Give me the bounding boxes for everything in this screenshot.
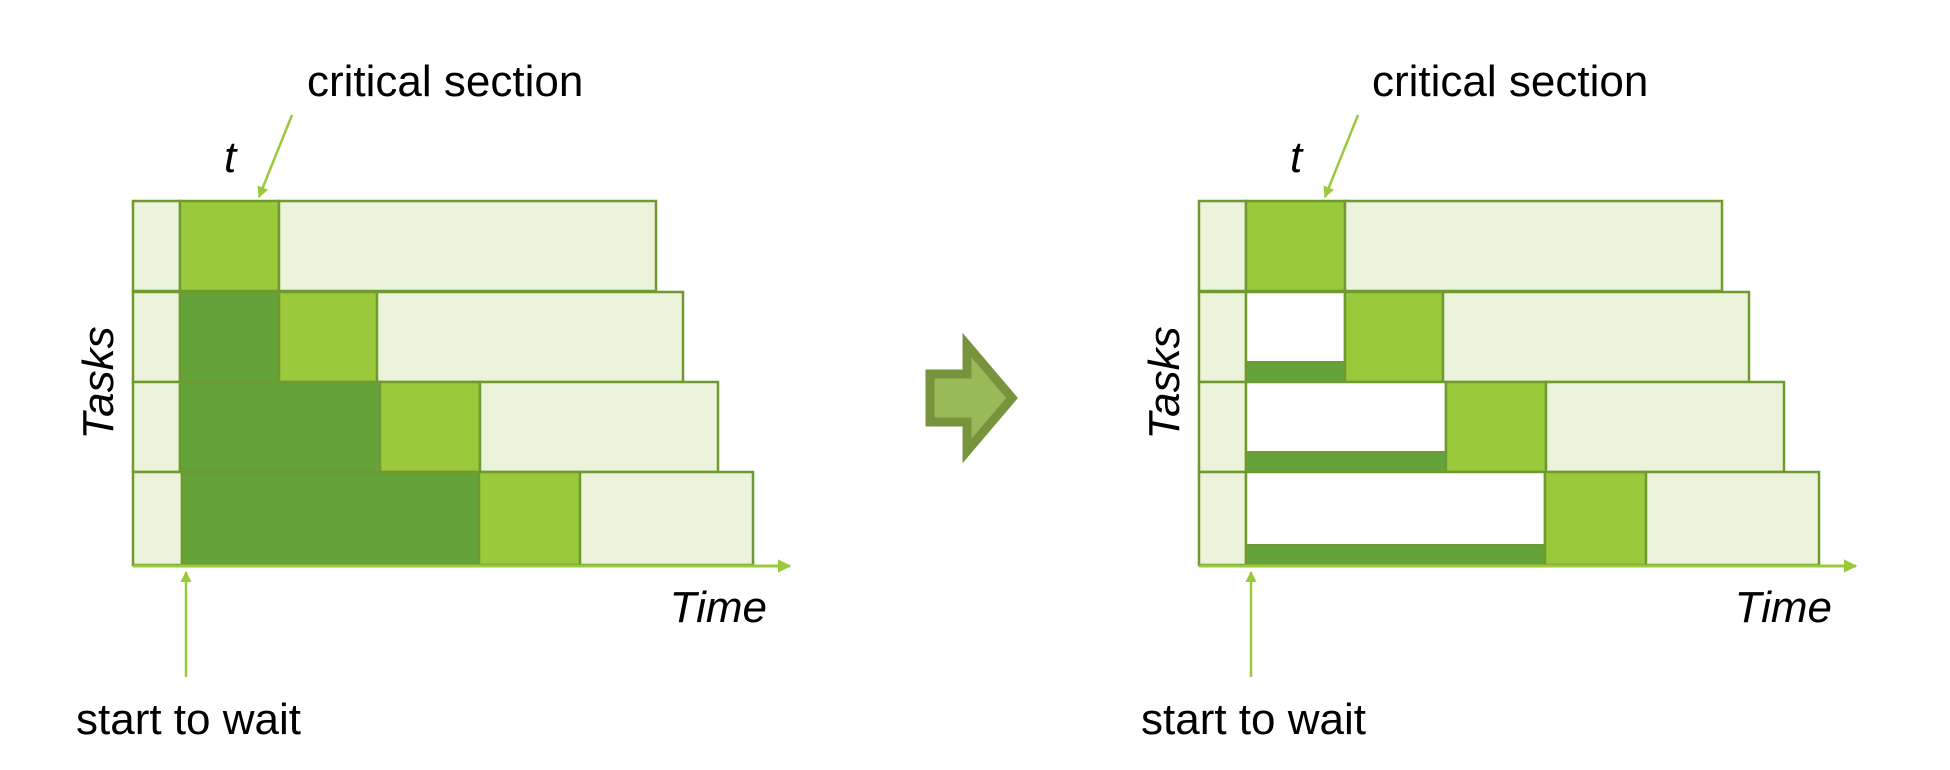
task-row-4-prefix <box>1197 470 1248 567</box>
t-label: t <box>1290 133 1304 182</box>
task-row-1-prefix <box>1197 199 1248 293</box>
task-row-3-work <box>478 380 720 474</box>
start-to-wait-label: start to wait <box>1141 695 1366 744</box>
task-row-2-work <box>1441 290 1751 384</box>
task-row-4-waiting <box>180 470 481 567</box>
critical-section-label: critical section <box>1372 57 1648 106</box>
critical-section-pointer <box>257 114 294 199</box>
y-axis-label: Tasks <box>74 326 123 439</box>
task-row-2-work <box>375 290 685 384</box>
task-row-4-prefix <box>131 470 184 567</box>
task-row-2-waiting-bar <box>1245 361 1346 383</box>
task-row-4-work <box>1644 470 1821 567</box>
task-row-3-waiting-bar <box>1245 451 1447 473</box>
task-row-4-critical <box>1543 470 1648 567</box>
y-axis-label: Tasks <box>1140 326 1189 439</box>
panel-before: critical section t Tasks Time start to w… <box>74 57 792 744</box>
t-label: t <box>224 133 238 182</box>
start-to-wait-label: start to wait <box>76 695 301 744</box>
task-row-1-critical <box>1244 199 1347 293</box>
task-row-1-prefix <box>131 199 182 293</box>
x-axis-label: Time <box>670 583 767 632</box>
task-row-3-critical <box>1444 380 1548 474</box>
task-row-4-waiting-bar <box>1245 544 1546 566</box>
task-row-2-critical <box>1343 290 1445 384</box>
task-row-2-critical <box>277 290 379 384</box>
task-row-1-work <box>1343 199 1724 293</box>
task-row-4-critical <box>477 470 582 567</box>
task-row-2-prefix <box>1197 290 1248 384</box>
critical-section-label: critical section <box>307 57 583 106</box>
right-arrow-icon <box>925 332 1018 464</box>
task-row-2-prefix <box>131 290 182 384</box>
task-row-3-critical <box>378 380 482 474</box>
task-row-2-waiting <box>178 290 281 384</box>
task-row-3-work <box>1544 380 1786 474</box>
panel-after: critical section t Tasks Time start to w… <box>1140 57 1858 744</box>
task-row-3-waiting <box>178 380 382 474</box>
critical-section-pointer <box>1323 114 1360 199</box>
task-row-1-work <box>277 199 658 293</box>
task-row-4-work <box>578 470 755 567</box>
task-row-3-prefix <box>1197 380 1248 474</box>
task-row-3-prefix <box>131 380 182 474</box>
task-row-1-critical <box>178 199 281 293</box>
x-axis-label: Time <box>1735 583 1832 632</box>
